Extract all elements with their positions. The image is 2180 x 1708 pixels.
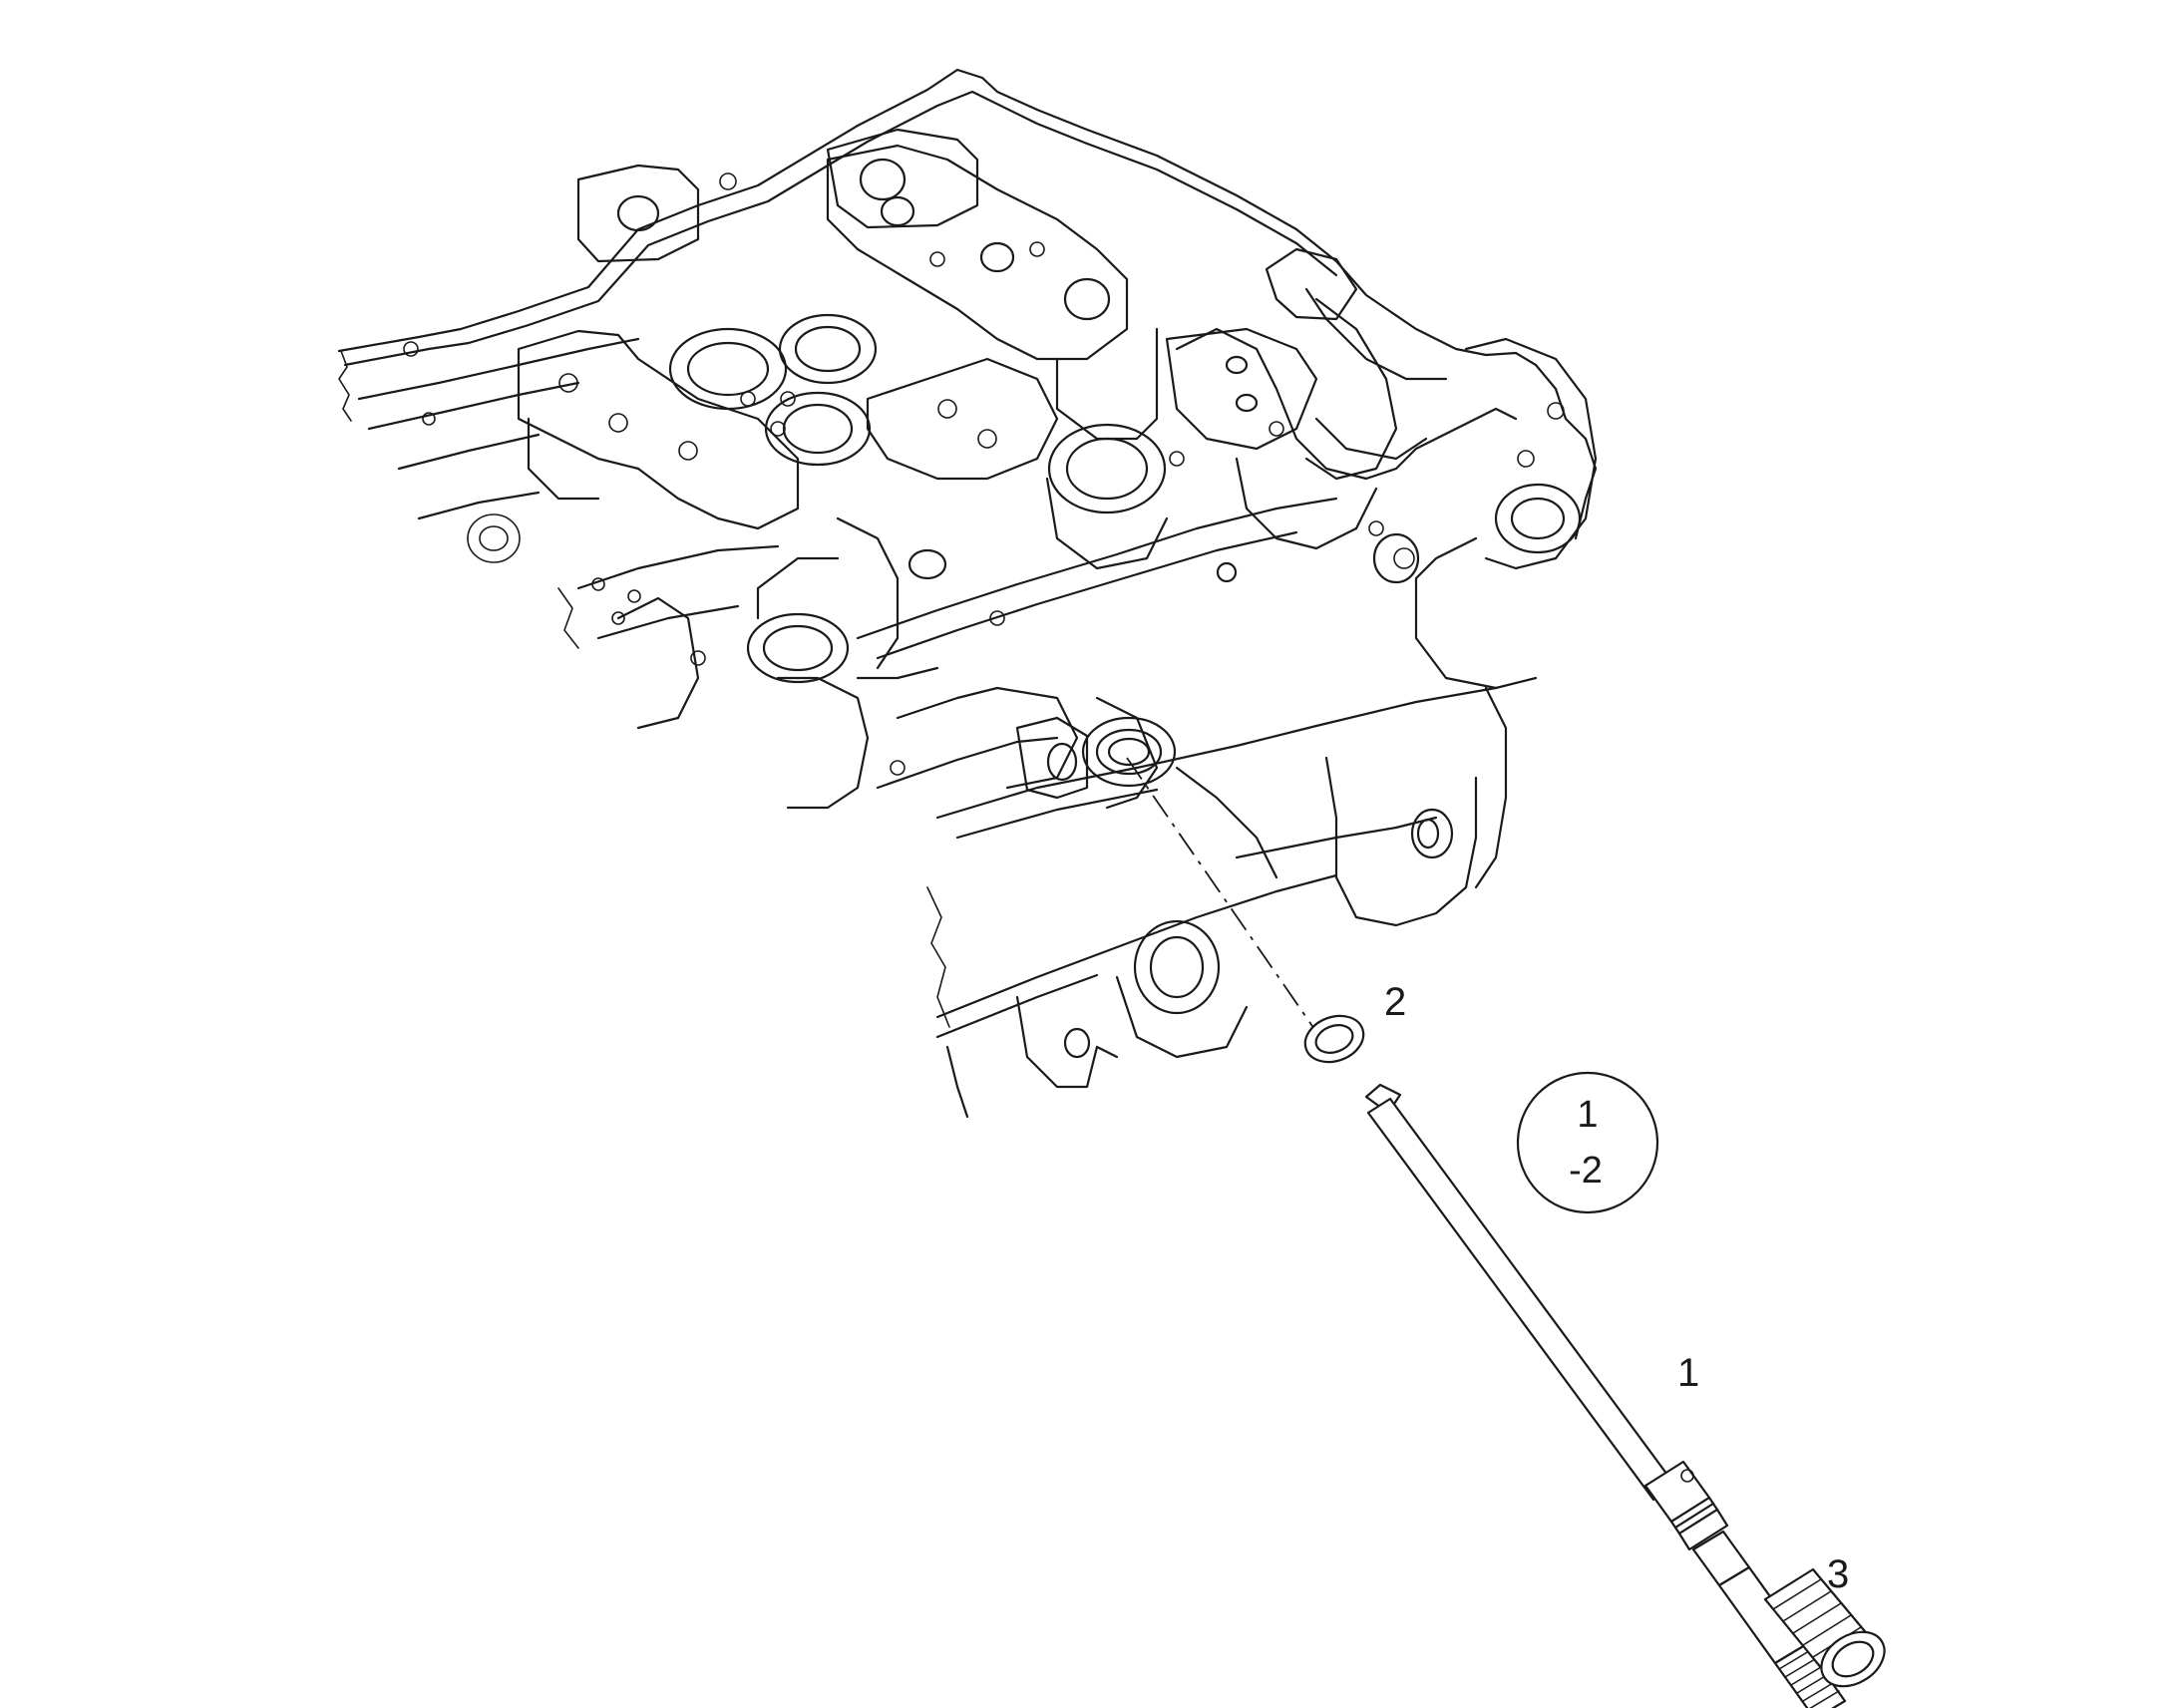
callout-part-2: 2: [1384, 980, 1406, 1024]
reference-circle: 1 -2: [1516, 1071, 1659, 1214]
callout-part-3: 3: [1827, 1552, 1849, 1596]
part-1-rod: [1364, 1083, 1847, 1708]
assembly-axis-line: [1126, 757, 1315, 1030]
reference-circle-line1: 1: [1577, 1094, 1598, 1136]
part-3-nut: [1763, 1567, 1886, 1688]
part-2-washer: [1303, 1014, 1365, 1064]
callout-part-1: 1: [1677, 1351, 1699, 1395]
reference-circle-line2: -2: [1569, 1150, 1603, 1192]
cylinder-head-drawing: [337, 68, 1598, 1119]
